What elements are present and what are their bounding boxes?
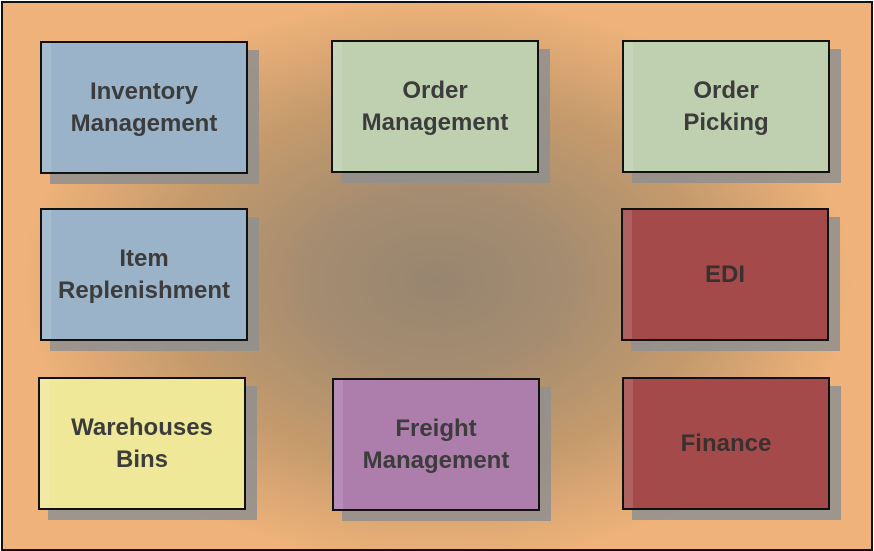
box-label: Item Replenishment	[57, 244, 231, 304]
box-face: Inventory Management	[40, 41, 248, 174]
box-face: Order Management	[331, 40, 539, 173]
order-management-box: Order Management	[331, 40, 550, 183]
box-label: Freight Management	[362, 414, 510, 474]
box-face: Freight Management	[332, 378, 540, 511]
box-label: Inventory Management	[70, 77, 218, 137]
box-face: Item Replenishment	[40, 208, 248, 341]
box-label: Order Picking	[683, 76, 769, 136]
box-face: Order Picking	[622, 40, 830, 173]
finance-box: Finance	[622, 377, 841, 520]
box-label: Warehouses Bins	[71, 413, 213, 473]
box-face: Finance	[622, 377, 830, 510]
warehouses-bins-box: Warehouses Bins	[38, 377, 257, 520]
edi-box: EDI	[621, 208, 840, 351]
box-label: Order Management	[361, 76, 509, 136]
item-replenishment-box: Item Replenishment	[40, 208, 259, 351]
box-face: EDI	[621, 208, 829, 341]
freight-management-box: Freight Management	[332, 378, 551, 521]
order-picking-box: Order Picking	[622, 40, 841, 183]
box-label: Finance	[680, 429, 772, 457]
box-face: Warehouses Bins	[38, 377, 246, 510]
inventory-management-box: Inventory Management	[40, 41, 259, 184]
box-label: EDI	[704, 260, 745, 288]
